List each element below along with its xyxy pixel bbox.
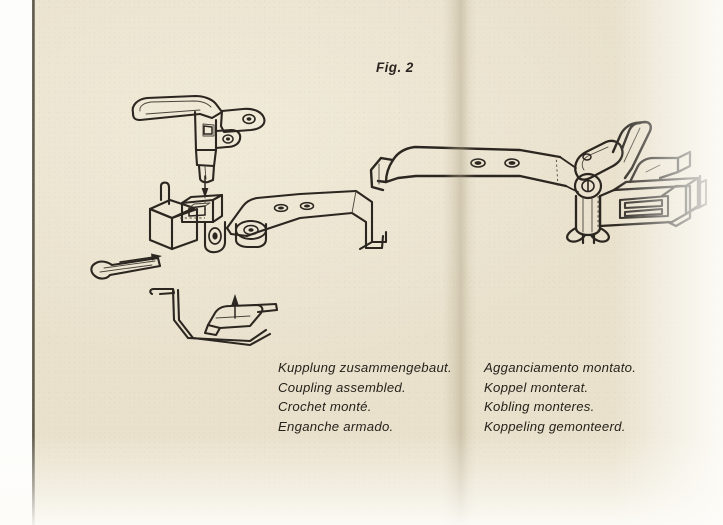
caption-column-left: Kupplung zusammengebaut. Coupling assemb… [278, 358, 452, 436]
caption-line-es: Enganche armado. [278, 418, 394, 434]
caption-line-no: Kobling monteres. [484, 399, 595, 415]
caption-column-right: Agganciamento montato. Koppel monterat. … [484, 358, 636, 436]
figure-label: Fig. 2 [376, 60, 414, 75]
caption-line-it: Agganciamento montato. [484, 360, 637, 375]
page-edge-line [32, 0, 35, 525]
caption-line-fr: Crochet monté. [278, 399, 372, 415]
caption-line-nl: Koppeling gemonteerd. [484, 418, 626, 434]
caption-line-sv: Koppel monterat. [484, 379, 589, 395]
caption-line-de: Kupplung zusammengebaut. [278, 360, 452, 375]
caption-line-en: Coupling assembled. [278, 379, 406, 395]
